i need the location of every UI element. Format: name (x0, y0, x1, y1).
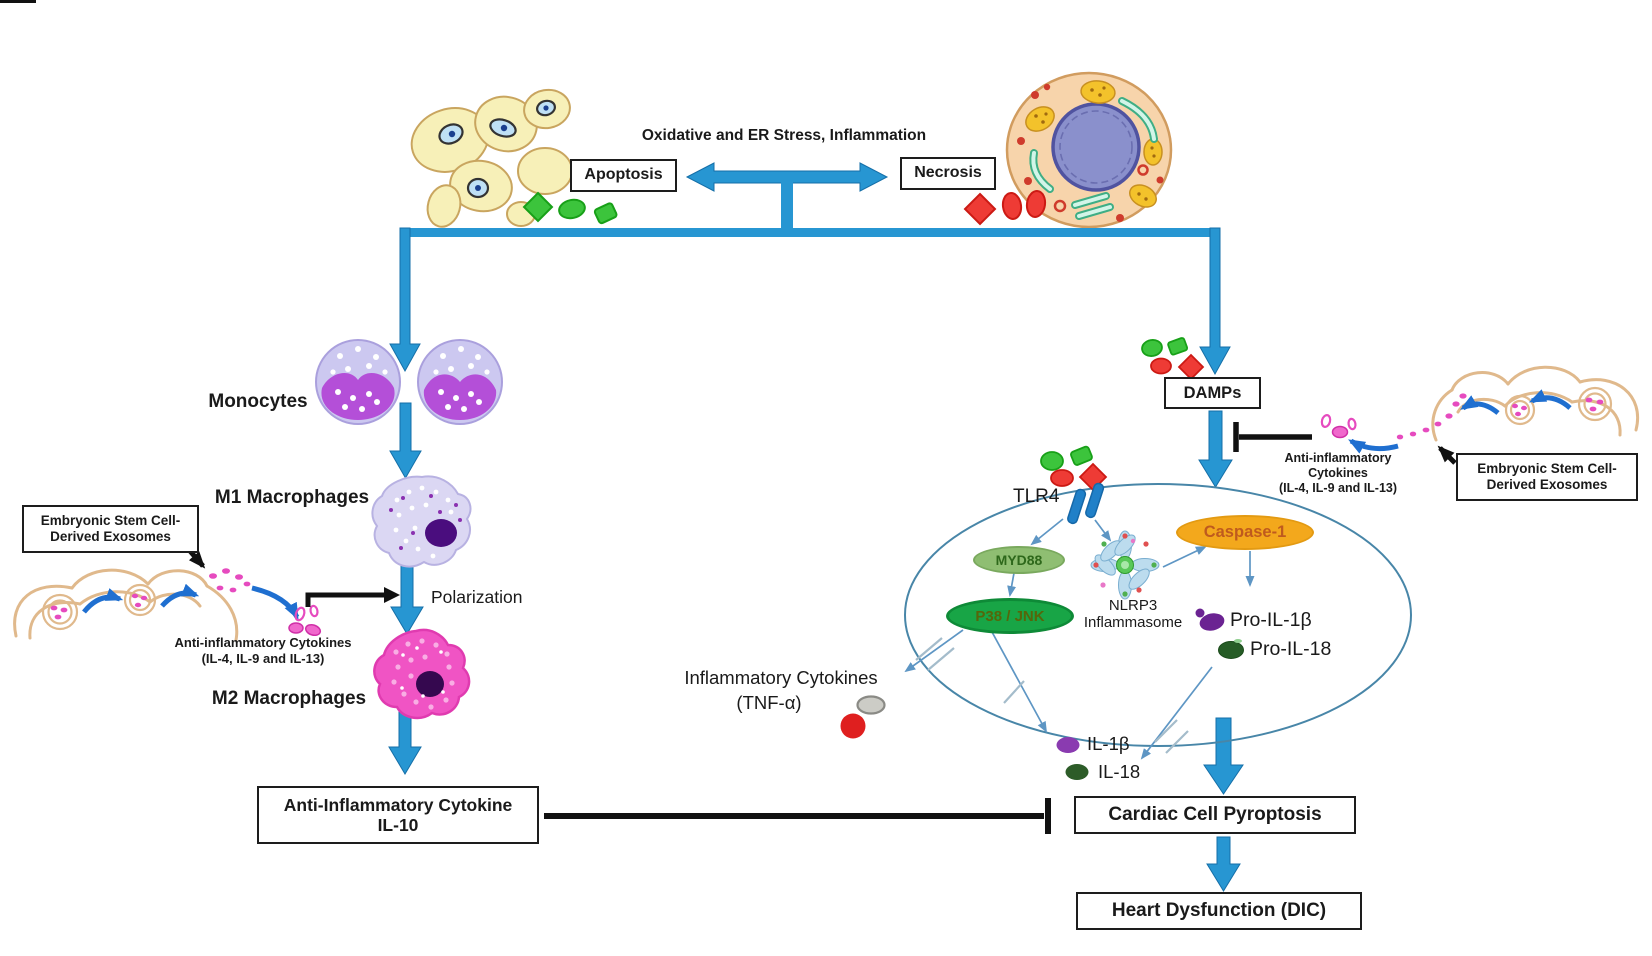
arrow-branch-to-damps (1199, 227, 1231, 376)
pro-il18-icon (1218, 639, 1244, 659)
m2-macrophage-illustration (373, 628, 471, 720)
monocytes-illustration (315, 339, 503, 425)
polarization-elbow-arrow (305, 587, 400, 607)
branch-stem (781, 176, 793, 232)
p38-jnk-pill: P38 / JNK (946, 598, 1074, 634)
caspase1-label: Caspase-1 (1203, 523, 1287, 541)
pyroptosis-box: Cardiac Cell Pyroptosis (1074, 796, 1356, 834)
arrow-branch-to-monocytes (389, 227, 421, 373)
pyroptosis-label: Cardiac Cell Pyroptosis (1108, 804, 1322, 826)
inflammatory-cytokines-line2: (TNF-α) (736, 692, 802, 713)
arrow-cell-il18 (1140, 666, 1213, 760)
exosome-left-box-line2: Derived Exosomes (50, 529, 171, 544)
damp-shapes-above-damps (1141, 337, 1205, 381)
anti-inflammatory-cytokines-left-icons (288, 604, 322, 637)
branch-horizontal-line (400, 228, 1220, 237)
tlr4-receptor-icon (1067, 482, 1105, 525)
exosome-right-illustration (1320, 365, 1640, 465)
anti-inflammatory-cytokines-right-icons (1320, 414, 1357, 439)
crop-artifact-line (0, 0, 36, 3)
polarization-label: Polarization (431, 587, 523, 607)
exosome-right-pointer-arrow (1437, 445, 1457, 465)
anti-cytokines-left-line1: Anti-inflammatory Cytokines (174, 635, 352, 650)
damps-label: DAMPs (1183, 383, 1242, 402)
il1b-icon (1056, 737, 1080, 753)
nlrp3-label: NLRP3 Inflammasome (1080, 597, 1186, 631)
necrosis-box: Necrosis (900, 157, 996, 190)
myd88-pill: MYD88 (973, 546, 1065, 574)
inflammatory-cytokines-line1: Inflammatory Cytokines (684, 667, 878, 688)
heart-dysfunction-box: Heart Dysfunction (DIC) (1076, 892, 1362, 930)
m2-macrophages-label: M2 Macrophages (211, 688, 367, 709)
necrotic-cell-illustration (1005, 71, 1173, 229)
il18-icon (1065, 764, 1089, 780)
arrow-monocytes-to-m1 (389, 402, 422, 480)
tnf-icons (840, 695, 886, 739)
il10-box: Anti-Inflammatory Cytokine IL-10 (257, 786, 539, 844)
il1b-label: IL-1β (1087, 733, 1130, 754)
stress-label: Oxidative and ER Stress, Inflammation (641, 127, 927, 144)
anti-cytokines-right-line3: (IL-4, IL-9 and IL-13) (1278, 481, 1398, 495)
exosome-left-pointer-arrow (188, 549, 206, 569)
il10-inhibition-bar (544, 798, 1051, 834)
nlrp3-line1: NLRP3 (1108, 597, 1158, 614)
signaling-arrows (904, 518, 1255, 760)
arrow-p38-tnf (904, 629, 964, 673)
arrow-pyroptosis-to-heart (1206, 836, 1241, 892)
cardiac-cell-membrane (904, 483, 1412, 747)
damps-inhibition-bar (1233, 422, 1312, 452)
nlrp3-inflammasome-icon (1090, 530, 1160, 600)
necrosis-label: Necrosis (914, 164, 982, 182)
pro-il18-label: Pro-IL-18 (1250, 638, 1332, 660)
il10-line2: IL-10 (377, 815, 419, 835)
exosome-left-box: Embryonic Stem Cell- Derived Exosomes (22, 505, 199, 553)
apoptosis-box: Apoptosis (570, 159, 677, 192)
arrow-m2-to-il10 (388, 710, 422, 775)
m1-macrophage-illustration (371, 475, 472, 568)
arrow-damps-to-cell (1198, 410, 1233, 488)
apoptosis-label: Apoptosis (584, 166, 663, 184)
nlrp3-line2: Inflammasome (1083, 614, 1183, 631)
il10-line1: Anti-Inflammatory Cytokine (283, 794, 513, 815)
red-damp-shapes-necrosis (963, 190, 1047, 226)
caspase1-pill: Caspase-1 (1176, 515, 1314, 550)
membrane-crossing-slashes (915, 637, 1189, 754)
m1-macrophages-label: M1 Macrophages (214, 487, 370, 508)
pro-il1b-icon (1195, 608, 1225, 631)
anti-cytokines-right-line2: Cytokines (1308, 466, 1368, 480)
monocytes-label: Monocytes (208, 391, 308, 412)
apoptotic-cells-illustration (410, 88, 573, 228)
exosome-left-illustration (13, 549, 322, 642)
main-flow-arrows (388, 162, 1244, 892)
myd88-label: MYD88 (995, 552, 1043, 568)
arrow-cell-il1b (991, 631, 1047, 733)
arrow-cell-to-pyroptosis (1203, 717, 1244, 795)
p38-jnk-label: P38 / JNK (975, 607, 1045, 625)
exosome-right-box-line1: Embryonic Stem Cell- (1477, 461, 1617, 477)
green-damp-shapes-apoptosis (522, 191, 618, 225)
damp-shapes-above-tlr4 (1040, 445, 1108, 492)
exosome-left-box-line1: Embryonic Stem Cell- (40, 513, 181, 529)
anti-cytokines-right-line1: Anti-inflammatory (1284, 451, 1392, 465)
arrow-tlr4-myd88 (1030, 518, 1064, 546)
heart-dysfunction-label: Heart Dysfunction (DIC) (1111, 900, 1327, 922)
anti-cytokines-left-line2: (IL-4, IL-9 and IL-13) (201, 651, 325, 666)
pro-il1b-label: Pro-IL-1β (1230, 609, 1312, 631)
exosome-right-box-line2: Derived Exosomes (1486, 477, 1608, 492)
tlr4-label: TLR4 (1013, 486, 1060, 507)
arrow-nlrp3-caspase1 (1162, 546, 1207, 568)
damps-box: DAMPs (1164, 377, 1261, 409)
exosome-right-box: Embryonic Stem Cell- Derived Exosomes (1456, 453, 1638, 501)
il18-label: IL-18 (1098, 761, 1141, 782)
arrow-tlr4-nlrp3 (1094, 519, 1112, 542)
arrow-myd88-p38 (1007, 572, 1017, 597)
